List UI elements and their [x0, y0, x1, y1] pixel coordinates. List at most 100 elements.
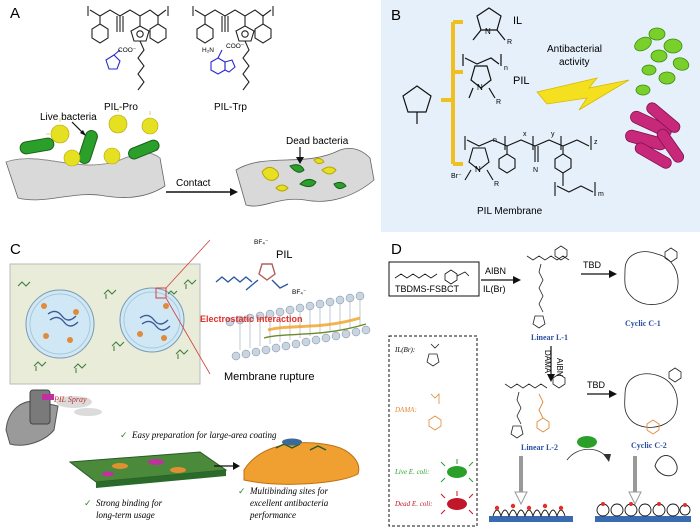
feature-3b: excellent antibacteria: [250, 498, 329, 508]
panel-b-letter: B: [391, 7, 401, 24]
spray-mist: [56, 396, 102, 416]
membrane-m-sub: m: [598, 191, 604, 198]
ilbr-label: IL(Br): [483, 284, 506, 294]
legend-dama-label: DAMA:: [394, 406, 417, 414]
electrostatic-label: Electrostatic interaction: [200, 314, 303, 324]
membrane-x-sub: x: [523, 131, 527, 138]
legend-dead-label: Dead E. coli:: [394, 500, 433, 508]
coated-substrate: [68, 451, 228, 488]
pil-trp-nh2-label: H₂N: [202, 47, 214, 54]
green-bacteria-cluster: [634, 27, 690, 96]
pil-pro-structure: [87, 6, 169, 91]
cell-left: [25, 289, 95, 359]
legend-dama-structure: [428, 393, 442, 431]
orange-coated-surface: [243, 438, 360, 485]
aibn-label-1: AIBN: [485, 266, 506, 276]
aibn-arrow-1-head: [513, 276, 521, 284]
tbd-label-2: TBD: [587, 380, 606, 390]
feature-3c: performance: [249, 510, 296, 520]
pil-trp-label: PIL-Trp: [214, 102, 247, 113]
zoom-line-top: [165, 239, 211, 289]
contact-arrow-head: [230, 188, 238, 196]
live-bacteria-cocci: [50, 114, 159, 167]
live-bacteria-rods: [19, 130, 160, 164]
panel-c: C: [0, 234, 378, 530]
red-bacteria-cluster: [625, 102, 685, 169]
membrane-n-atom: N: [475, 165, 481, 174]
membrane-br-label: Br⁻: [451, 173, 462, 180]
check-icon-1: ✓: [120, 430, 128, 440]
substrate-arrow-head: [233, 462, 240, 470]
membrane-bilayer: [225, 291, 371, 361]
panel-a-letter: A: [10, 5, 20, 22]
antibacterial-label: Antibacterial: [547, 44, 602, 55]
legend-dead-icon: [440, 491, 474, 515]
live-arrow-head: [80, 130, 86, 136]
cyclic-c1-label: Cyclic C-1: [625, 319, 661, 328]
reagent-label: TBDMS-FSBCT: [395, 284, 460, 294]
legend-il-structure: [426, 343, 440, 367]
feature-2b: long-term usage: [96, 510, 155, 520]
il-structure: [472, 7, 506, 41]
pil-pro-coo-label: COO⁻: [118, 47, 137, 54]
activity-label: activity: [559, 57, 590, 68]
check-icon-2: ✓: [84, 498, 92, 508]
cyclic-c2-structure: [624, 367, 682, 428]
dead-bacteria-label: Dead bacteria: [286, 136, 349, 147]
contact-label: Contact: [176, 178, 211, 189]
cell-right: [119, 287, 185, 353]
tbd-arrow-2-head: [609, 390, 617, 398]
check-icon-3: ✓: [238, 486, 246, 496]
reagent-structure: [394, 269, 470, 285]
panel-b-figure: B N R IL N R n PIL: [381, 0, 700, 232]
membrane-n-sub: n: [493, 137, 497, 144]
zoom-square: [155, 287, 167, 299]
pil-chain-zoom: [215, 263, 289, 291]
panel-c-letter: C: [10, 241, 21, 258]
membrane-y-sub: y: [551, 131, 555, 138]
pil-structure: [462, 54, 502, 99]
legend-live-icon: [440, 459, 474, 483]
panel-d-figure: D TBDMS-FSBCT AIBN IL(Br) Linear L-1 TBD…: [388, 241, 691, 527]
pil-n-sub: n: [504, 65, 508, 72]
membrane-r-label: R: [494, 181, 499, 188]
pil-trp-coo-label: COO⁻: [226, 43, 245, 50]
il-n-atom: N: [485, 27, 491, 36]
cyclic-c2-label: Cyclic C-2: [631, 441, 667, 450]
pil-trp-structure: [192, 6, 274, 91]
feature-1: Easy preparation for large-area coating: [131, 430, 277, 440]
pil-n-atom: N: [477, 83, 483, 92]
tbd-arrow-1-head: [609, 270, 617, 278]
pil-label: PIL: [513, 75, 530, 87]
panel-b: B N R IL N R n PIL: [381, 0, 700, 232]
panel-a-figure: A COO⁻ PIL-Pro: [5, 5, 375, 207]
spray-hand: [5, 389, 59, 446]
panel-c-figure: C: [5, 239, 371, 520]
legend-il-label: IL(Br):: [394, 346, 415, 354]
legend-live-label: Live E. coli:: [394, 468, 429, 476]
reagent-box: [388, 261, 480, 297]
cyclic-c1-structure: [624, 247, 679, 305]
aibn-arrow-2-head: [547, 374, 555, 382]
pil-membrane-label: PIL Membrane: [477, 206, 543, 217]
bf4-label-top: BF₄⁻: [254, 239, 269, 246]
pil-chains-small: [17, 279, 197, 373]
feature-3a: Multibinding sites for: [249, 486, 329, 496]
linear-l2-dama-unit: [536, 393, 550, 433]
pil-r-label: R: [496, 99, 501, 106]
legend-box: [388, 335, 478, 527]
tbd-label-1: TBD: [583, 260, 602, 270]
pil-membrane-structure: [464, 136, 596, 196]
panel-d: D TBDMS-FSBCT AIBN IL(Br) Linear L-1 TBD…: [381, 234, 700, 530]
panel-d-letter: D: [391, 241, 402, 258]
surface-dead: [235, 148, 375, 207]
panel-a: A COO⁻ PIL-Pro: [0, 0, 378, 232]
il-r-label: R: [507, 39, 512, 46]
yellow-bracket: [441, 20, 463, 166]
linear-l2-label: Linear L-2: [521, 443, 558, 452]
il-label: IL: [513, 15, 522, 27]
membrane-rupture-label: Membrane rupture: [224, 371, 315, 383]
bottom-surface-illustration: [489, 436, 691, 522]
cyclic-c2-dama-unit: [646, 419, 660, 435]
pil-pro-label: PIL-Pro: [104, 102, 138, 113]
